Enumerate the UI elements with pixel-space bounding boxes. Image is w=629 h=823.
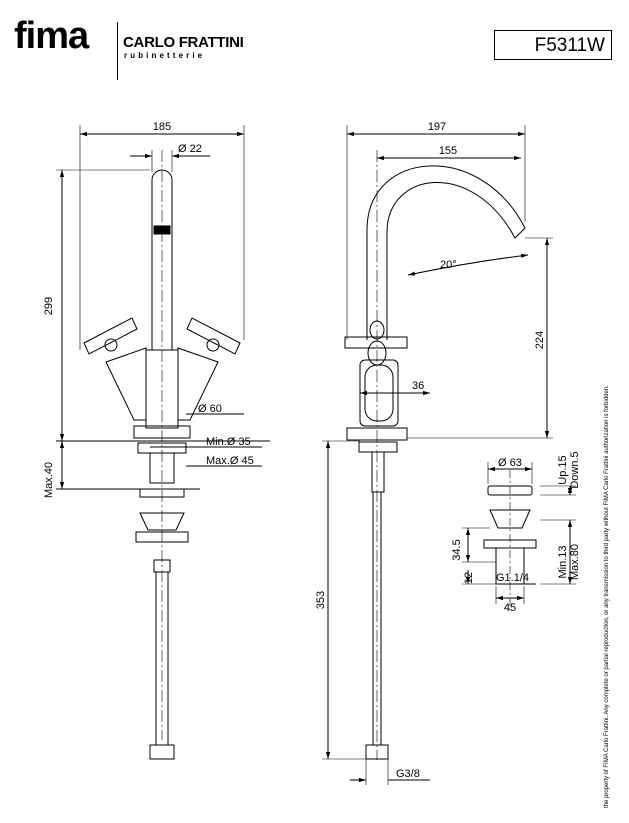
- dim-185: 185: [153, 121, 171, 133]
- front-spout: [151, 169, 173, 351]
- brand-tagline: rubinetterie: [124, 51, 206, 60]
- front-hose-connector: [153, 559, 171, 573]
- dim-spout-diameter: Ø 22: [178, 143, 202, 155]
- right-cross-handle: [186, 317, 241, 355]
- dim-max80: Max.80: [569, 544, 581, 580]
- logo-divider: [117, 22, 118, 80]
- dim-353: 353: [315, 591, 327, 609]
- side-spout-arc: [366, 165, 526, 340]
- dim-224: 224: [534, 331, 546, 349]
- side-base: [346, 427, 408, 441]
- dim-cap-diameter: Ø 63: [498, 457, 522, 469]
- dim-36: 36: [412, 380, 424, 392]
- product-code-box: F5311W: [494, 30, 612, 60]
- side-deck-washer: [358, 441, 398, 453]
- side-view: [322, 125, 553, 785]
- dim-g38: G3/8: [396, 768, 420, 780]
- dim-hole-min: Min.Ø 35: [206, 436, 251, 448]
- fima-logo: fima: [14, 15, 89, 57]
- side-handle-bar: [344, 336, 408, 349]
- front-waste-nut: [139, 512, 185, 531]
- dim-155: 155: [439, 145, 457, 157]
- right-handle-cap: [206, 338, 220, 352]
- brand-name: CARLO FRATTINI: [123, 34, 244, 51]
- dim-299: 299: [43, 297, 55, 315]
- dim-45: 45: [504, 602, 516, 614]
- dim-34-5: 34.5: [451, 539, 463, 560]
- dim-down: Down.5: [569, 451, 581, 488]
- left-cross-handle: [83, 317, 138, 355]
- front-view: [56, 125, 270, 760]
- dim-angle: 20°: [440, 259, 457, 271]
- left-valve: [105, 347, 147, 421]
- side-shank: [371, 451, 385, 493]
- aerator-mark: [153, 225, 171, 235]
- front-shank: [149, 452, 175, 484]
- front-base: [133, 425, 191, 439]
- left-handle-cap: [104, 338, 118, 352]
- dim-197: 197: [428, 121, 446, 133]
- side-hose-nut: [365, 744, 389, 760]
- side-handle-knob: [369, 320, 385, 340]
- dim-base-diameter: Ø 60: [198, 403, 222, 415]
- waste-view: [462, 462, 576, 610]
- waste-cap: [487, 485, 533, 496]
- right-valve: [177, 347, 219, 421]
- front-hose-nut: [149, 744, 175, 760]
- waste-body-top: [489, 509, 531, 529]
- front-waste-ring: [135, 531, 189, 543]
- dim-hole-max: Max.Ø 45: [206, 455, 254, 467]
- dim-up: Up.15: [557, 455, 569, 484]
- dim-thread: G1.1/4: [496, 572, 529, 584]
- dim-min13: Min.13: [557, 545, 569, 578]
- product-code: F5311W: [534, 35, 605, 56]
- dim-deck-max: Max.40: [43, 462, 55, 498]
- front-lock-nut: [139, 488, 185, 498]
- dim-12: 12: [463, 572, 475, 584]
